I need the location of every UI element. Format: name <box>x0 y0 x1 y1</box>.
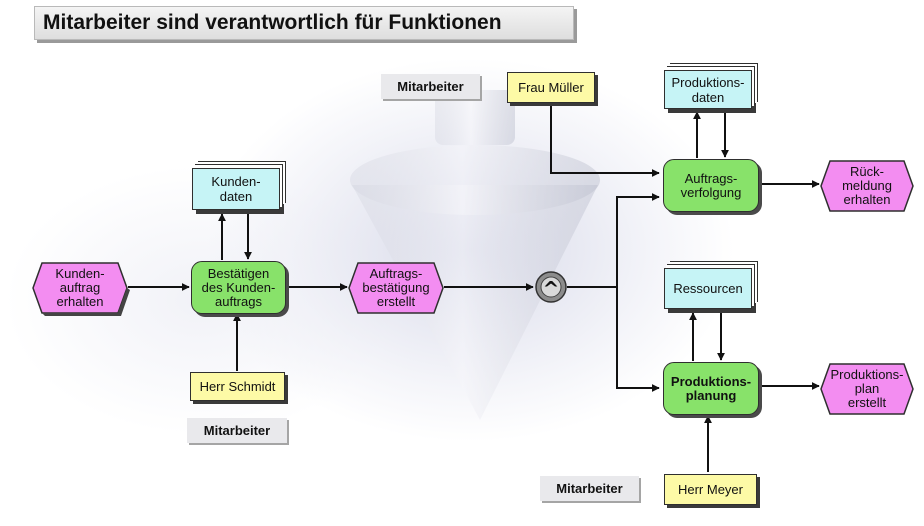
function-label: Auftrags- verfolgung <box>680 170 742 200</box>
arrow-frau-mueller-to-auftragsverfolgung <box>550 103 660 177</box>
function-produktionsplanung: Produktions- planung <box>663 362 759 415</box>
function-label: Bestätigen des Kunden- auftrags <box>201 265 276 309</box>
data-kundendaten: Kunden- daten <box>192 168 280 210</box>
person-herr-meyer: Herr Meyer <box>664 474 757 505</box>
person-herr-schmidt: Herr Schmidt <box>190 372 285 401</box>
org-label-text: Mitarbeiter <box>556 481 623 496</box>
event-produktionsplan-erstellt: Produktions- plan erstellt <box>820 363 914 415</box>
org-label-mitarbeiter: Mitarbeiter <box>540 476 639 501</box>
data-label: Ressourcen <box>673 281 743 296</box>
arrow-split-to-produktionsplanung <box>616 287 660 392</box>
event-rueckmeldung-erhalten: Rück- meldung erhalten <box>820 160 914 212</box>
person-label: Herr Schmidt <box>199 379 276 394</box>
function-bestaetigen-des-kundenauftrags: Bestätigen des Kunden- auftrags <box>191 261 286 314</box>
person-label: Frau Müller <box>518 80 584 95</box>
event-label: Produktions- plan erstellt <box>830 367 904 410</box>
org-label-text: Mitarbeiter <box>203 423 271 438</box>
data-produktionsdaten: Produktions- daten <box>664 70 752 109</box>
and-symbol: ^ <box>543 277 560 301</box>
person-frau-mueller: Frau Müller <box>507 72 595 103</box>
person-label: Herr Meyer <box>677 482 743 497</box>
page-title: Mitarbeiter sind verantwortlich für Funk… <box>43 11 502 34</box>
event-label: Rück- meldung erhalten <box>842 164 892 207</box>
data-ressourcen: Ressourcen <box>664 268 752 309</box>
title-bar: Mitarbeiter sind verantwortlich für Funk… <box>34 6 574 40</box>
org-label-mitarbeiter: Mitarbeiter <box>187 418 287 443</box>
event-label: Kunden- auftrag erhalten <box>55 266 105 309</box>
and-connector: ^ <box>535 271 567 303</box>
org-label-text: Mitarbeiter <box>397 79 464 94</box>
function-label: Produktions- planung <box>670 373 752 403</box>
data-label: Produktions- daten <box>671 74 745 105</box>
function-auftragsverfolgung: Auftrags- verfolgung <box>663 159 759 212</box>
event-kundenauftrag-erhalten: Kunden- auftrag erhalten <box>32 262 130 316</box>
data-label: Kunden- daten <box>211 174 261 204</box>
plumb-bob-watermark <box>350 90 600 420</box>
event-label: Auftrags- bestätigung erstellt <box>362 266 430 309</box>
event-auftragsbestaetigung-erstellt: Auftrags- bestätigung erstellt <box>348 262 444 314</box>
arrow-split-to-auftragsverfolgung <box>616 193 660 287</box>
org-label-mitarbeiter: Mitarbeiter <box>381 74 480 99</box>
